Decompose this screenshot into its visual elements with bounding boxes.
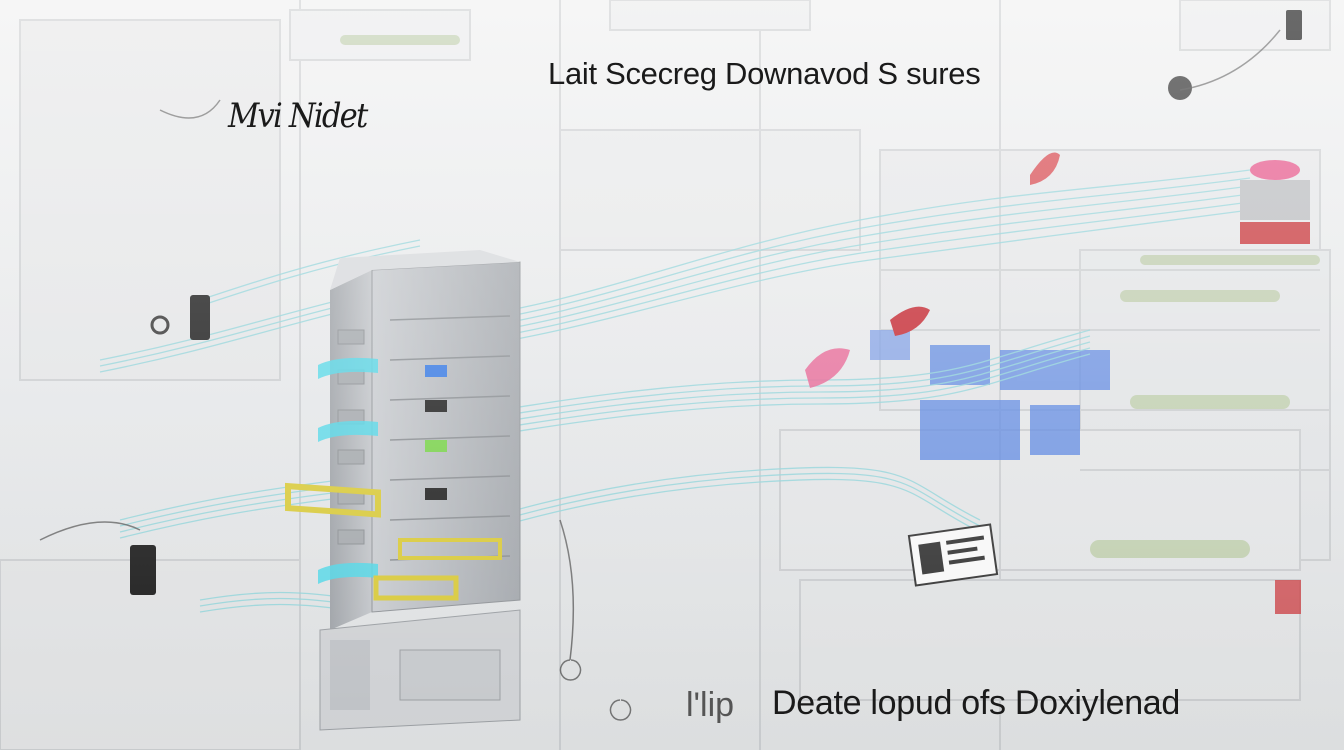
footer-caption: Deate lopud ofs Doxiylenad [772, 684, 1181, 722]
scrawl-caption: Mvi Nidet [228, 96, 368, 136]
footer-prefix: l'lip [686, 686, 735, 724]
title-caption: Lait Scecreg Downavod S sures [548, 56, 981, 91]
